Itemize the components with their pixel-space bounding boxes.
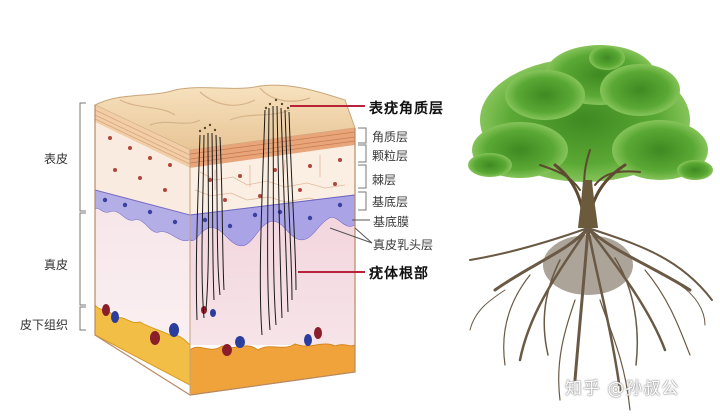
- label-stratum-corneum: 角质层: [372, 130, 409, 144]
- fat-layer-left: [94, 303, 191, 386]
- tree-illustration: [468, 45, 713, 411]
- wart-root-fibers: [195, 105, 297, 336]
- pointer-dermal-papilla-1: [329, 227, 373, 244]
- label-wart-stratum-corneum: 表疣角质层: [369, 101, 444, 117]
- label-stratum-basale: 基底层: [372, 195, 409, 209]
- fat-layer-front: [189, 343, 356, 396]
- tree-trunk: [578, 180, 598, 228]
- label-dermis: 真皮: [44, 258, 69, 272]
- watermark: 知乎 @孙叔公: [565, 379, 680, 399]
- label-subcutaneous-tissue: 皮下组织: [20, 318, 69, 332]
- right-brackets: [358, 127, 367, 211]
- label-wart-root: 疣体根部: [369, 266, 429, 282]
- label-basement-membrane: 基底膜: [373, 215, 410, 229]
- pointer-dermal-papilla-2: [354, 227, 373, 244]
- label-stratum-granulosum: 颗粒层: [372, 149, 409, 163]
- label-stratum-spinosum: 棘层: [372, 173, 397, 187]
- label-dermal-papilla: 真皮乳头层: [373, 238, 434, 252]
- left-brackets: [79, 102, 86, 331]
- skin-cross-section: [93, 84, 356, 396]
- label-epidermis: 表皮: [44, 152, 69, 166]
